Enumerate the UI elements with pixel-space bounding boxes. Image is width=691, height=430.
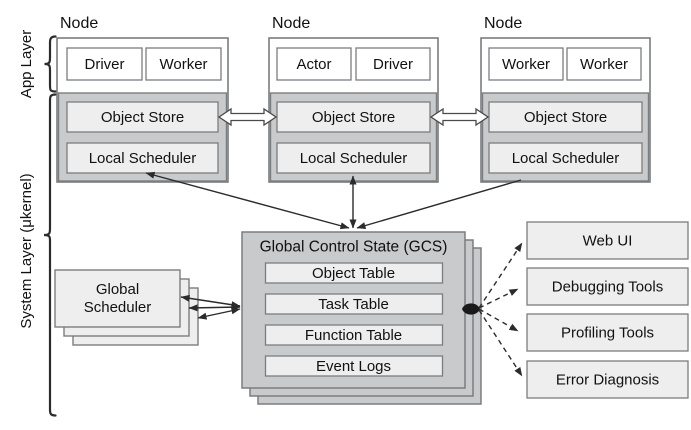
gcs-fanout-connector	[462, 303, 480, 315]
web-ui-label: Web UI	[583, 233, 633, 250]
node-2-driver-box	[355, 47, 431, 81]
node-2-driver-label: Driver	[373, 56, 413, 73]
scheduler-gcs-arrow-3	[197, 307, 241, 320]
node-2: Node Actor Driver Object Store Local Sch…	[268, 15, 439, 183]
node1-gcs-arrow	[145, 171, 350, 230]
node-3: Node Worker Worker Object Store Local Sc…	[480, 15, 651, 183]
system-layer-brace	[43, 93, 57, 417]
node-3-worker2-box	[566, 47, 642, 81]
node-2-actor-label: Actor	[296, 56, 331, 73]
node-3-title: Node	[484, 15, 522, 32]
gcs-function-table-box	[264, 324, 444, 346]
global-scheduler-box	[54, 269, 181, 328]
debugging-tools-label: Debugging Tools	[552, 279, 663, 296]
node-1-object-store-box	[66, 101, 219, 133]
scheduler-gcs-arrow-2	[188, 303, 241, 312]
node-1-title: Node	[60, 15, 98, 32]
gcs-task-table-label: Task Table	[318, 296, 389, 313]
node-1: Node Driver Worker Object Store Local Sc…	[56, 15, 229, 183]
node-1-local-scheduler-label: Local Scheduler	[89, 150, 197, 167]
node-3-worker2-label: Worker	[580, 56, 628, 73]
system-layer-label: System Layer (μkernel)	[18, 173, 35, 328]
node-3-worker1-box	[488, 47, 564, 81]
global-scheduler-label-line2: Scheduler	[84, 299, 152, 316]
profiling-tools-label: Profiling Tools	[561, 325, 654, 342]
gcs-stack: Global Control State (GCS) Object Table …	[241, 231, 482, 405]
error-diagnosis-box	[526, 360, 689, 399]
node-3-local-scheduler-label: Local Scheduler	[512, 150, 620, 167]
gcs-function-table-label: Function Table	[305, 327, 402, 344]
node-1-worker-box	[145, 47, 222, 81]
object-store-sync-arrow-2	[429, 107, 490, 127]
app-layer-brace	[44, 35, 57, 93]
node-1-worker-label: Worker	[159, 56, 207, 73]
gcs-object-table-box	[264, 262, 444, 284]
gcs-profiling-dashed-arrow	[478, 308, 519, 332]
global-scheduler-label-line1: Global	[96, 281, 139, 298]
web-ui-box	[526, 221, 689, 260]
node3-gcs-arrow	[356, 179, 522, 229]
error-diagnosis-label: Error Diagnosis	[556, 372, 659, 389]
node-2-object-store-label: Object Store	[312, 109, 395, 126]
node-2-local-scheduler-label: Local Scheduler	[300, 150, 408, 167]
gcs-webui-dashed-arrow	[478, 242, 523, 309]
gcs-object-table-label: Object Table	[312, 265, 395, 282]
global-scheduler-stack: Global Scheduler	[54, 269, 199, 346]
gcs-error-dashed-arrow	[478, 309, 523, 377]
debugging-tools-box	[526, 267, 689, 306]
node-1-driver-box	[66, 47, 143, 81]
node-3-local-scheduler-box	[488, 142, 643, 174]
node-3-worker1-label: Worker	[502, 56, 550, 73]
node-1-driver-label: Driver	[85, 56, 125, 73]
gcs-debugging-dashed-arrow	[478, 288, 519, 309]
node-1-object-store-label: Object Store	[101, 109, 184, 126]
tools-column: Web UI Debugging Tools Profiling Tools E…	[526, 221, 689, 399]
node-2-local-scheduler-box	[276, 142, 431, 174]
object-store-sync-arrow-1	[217, 107, 278, 127]
gcs-event-logs-label: Event Logs	[316, 358, 391, 375]
node-1-local-scheduler-box	[66, 142, 219, 174]
gcs-title: Global Control State (GCS)	[260, 239, 448, 256]
profiling-tools-box	[526, 313, 689, 352]
gcs-task-table-box	[264, 293, 444, 315]
gcs-event-logs-box	[264, 355, 444, 377]
node-2-actor-box	[276, 47, 352, 81]
node-3-object-store-label: Object Store	[524, 109, 607, 126]
app-layer-label: App Layer	[18, 30, 35, 98]
node-2-title: Node	[272, 15, 310, 32]
